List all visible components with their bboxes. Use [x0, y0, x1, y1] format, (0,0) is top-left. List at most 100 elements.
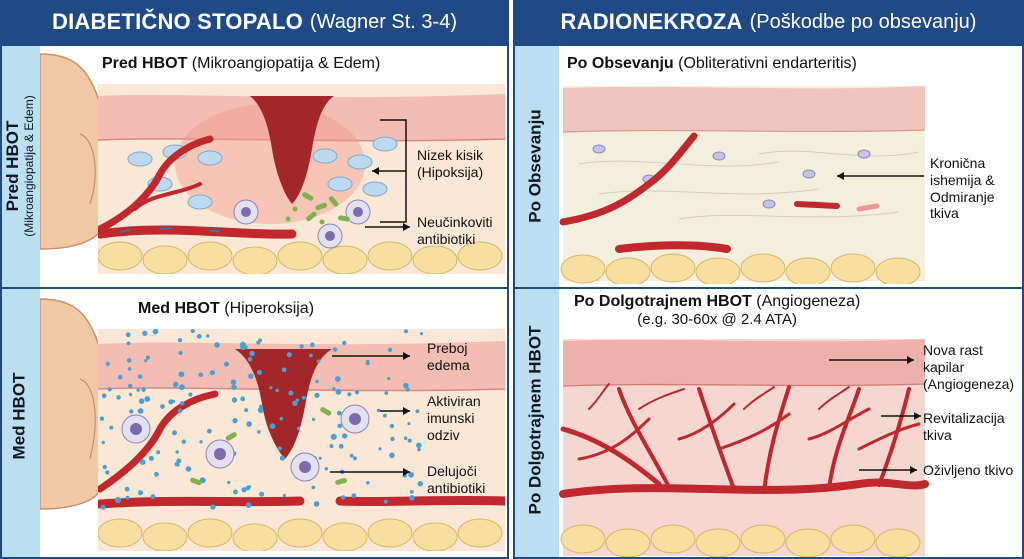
- left-header: DIABETIČNO STOPALO (Wagner St. 3-4): [0, 0, 509, 44]
- oxygen-dot: [145, 355, 151, 360]
- oxygen-dot: [259, 404, 263, 409]
- oxygen-dot: [389, 423, 395, 429]
- oxygen-dot: [177, 338, 183, 343]
- oxygen-dot: [342, 340, 347, 346]
- oxygen-dot: [126, 341, 131, 346]
- post-radiation-title-normal: (Obliterativni endarteritis): [678, 55, 857, 72]
- label-chronic-ischemia: Kronična ishemija & Odmiranje tkiva: [930, 155, 995, 222]
- oxygen-dot: [332, 387, 336, 391]
- oxygen-dot: [409, 495, 415, 501]
- post-radiation-title: Po Obsevanju (Obliterativni endarteritis…: [567, 55, 857, 73]
- oxygen-dot: [156, 450, 161, 455]
- oxygen-dot: [230, 379, 237, 385]
- oxygen-dot: [387, 377, 391, 381]
- oxygen-dot: [154, 471, 159, 477]
- oxygen-dot: [181, 439, 186, 444]
- oxygen-dot: [407, 422, 411, 426]
- oxygen-dot: [227, 480, 231, 485]
- oxygen-dot: [129, 409, 134, 414]
- during-hbot-title-bold: Med HBOT: [138, 300, 220, 317]
- oxygen-dot: [105, 361, 110, 366]
- oxygen-dot: [115, 497, 121, 503]
- oxygen-dot: [137, 408, 144, 414]
- side-label-during-hbot: Med HBOT: [10, 373, 30, 460]
- oxygen-dot: [207, 428, 212, 434]
- oxygen-dot: [142, 330, 148, 336]
- oxygen-dot: [206, 334, 210, 338]
- oxygen-dot: [311, 485, 316, 490]
- oxygen-dot: [286, 352, 292, 358]
- oxygen-dot: [128, 392, 133, 397]
- right-sidebar: [513, 44, 559, 559]
- left-header-subtitle: (Wagner St. 3-4): [309, 10, 457, 33]
- oxygen-dot: [247, 356, 253, 362]
- oxygen-dot: [125, 495, 130, 500]
- oxygen-dot: [256, 340, 261, 345]
- oxygen-dot: [365, 361, 370, 366]
- oxygen-dot: [127, 367, 132, 371]
- label-revitalization: Revitalizacija tkiva: [923, 410, 1005, 443]
- oxygen-dot: [240, 396, 246, 402]
- during-hbot-title: Med HBOT (Hiperoksija): [138, 300, 314, 318]
- oxygen-dot: [138, 398, 145, 404]
- oxygen-dot: [269, 386, 273, 390]
- oxygen-dot: [378, 447, 382, 451]
- oxygen-dot: [124, 486, 130, 492]
- oxygen-dot: [102, 464, 107, 470]
- oxygen-dot: [336, 410, 342, 416]
- oxygen-dot: [376, 408, 381, 413]
- oxygen-dot: [324, 467, 328, 471]
- oxygen-dot: [335, 388, 342, 395]
- right-header-title: RADIONEKROZA: [560, 9, 743, 34]
- oxygen-dot: [419, 332, 424, 336]
- oxygen-dot: [173, 383, 178, 388]
- oxygen-dot: [318, 456, 322, 460]
- oxygen-dot: [313, 501, 320, 507]
- oxygen-dot: [417, 447, 421, 452]
- oxygen-dot: [179, 384, 185, 390]
- oxygen-dot: [101, 393, 107, 399]
- oxygen-dot: [330, 433, 337, 440]
- oxygen-dot: [299, 344, 304, 349]
- oxygen-dot: [248, 373, 254, 379]
- oxygen-dot: [408, 471, 414, 478]
- oxygen-dot: [179, 401, 185, 406]
- oxygen-dot: [109, 425, 114, 430]
- post-radiation-title-bold: Po Obsevanju: [567, 55, 674, 72]
- oxygen-dot: [335, 376, 341, 382]
- label-hypoxia: Nizek kisik (Hipoksija): [417, 147, 484, 180]
- oxygen-dot: [126, 358, 132, 363]
- oxygen-dot: [269, 423, 276, 429]
- oxygen-dot: [232, 418, 238, 424]
- oxygen-dot: [315, 379, 319, 384]
- oxygen-dot: [177, 408, 183, 414]
- oxygen-dot: [196, 333, 202, 339]
- oxygen-dot: [277, 446, 282, 451]
- oxygen-dot: [137, 374, 143, 379]
- during-hbot-title-normal: (Hiperoksija): [224, 300, 315, 317]
- oxygen-dot: [136, 388, 140, 392]
- white-blood-cells: [233, 199, 371, 249]
- label-ineffective-antibiotics: Neučinkoviti antibiotiki: [417, 214, 493, 247]
- post-radiation-illustration: [559, 44, 1024, 284]
- side-label-post-radiation: Po Obsevanju: [526, 109, 546, 222]
- oxygen-dot: [233, 489, 238, 495]
- oxygen-dot: [246, 421, 252, 427]
- oxygen-dot: [188, 392, 193, 397]
- pre-hbot-title-bold: Pred HBOT: [102, 55, 188, 72]
- oxygen-dot: [337, 423, 343, 429]
- oxygen-dot: [257, 369, 262, 375]
- oxygen-dot: [405, 387, 410, 392]
- oxygen-dot: [354, 390, 360, 395]
- post-hbot-title: Po Dolgotrajnem HBOT (Angiogeneza) (e.g.…: [574, 293, 860, 328]
- oxygen-dot: [231, 384, 237, 390]
- oxygen-dot: [349, 453, 354, 458]
- vessel-network: [559, 383, 929, 498]
- oxygen-dots: [99, 329, 424, 510]
- oxygen-dot: [105, 470, 110, 475]
- oxygen-dot: [309, 353, 313, 358]
- oxygen-dot: [387, 347, 393, 353]
- oxygen-dot: [282, 493, 286, 498]
- side-label-post-hbot: Po Dolgotrajnem HBOT: [526, 326, 546, 515]
